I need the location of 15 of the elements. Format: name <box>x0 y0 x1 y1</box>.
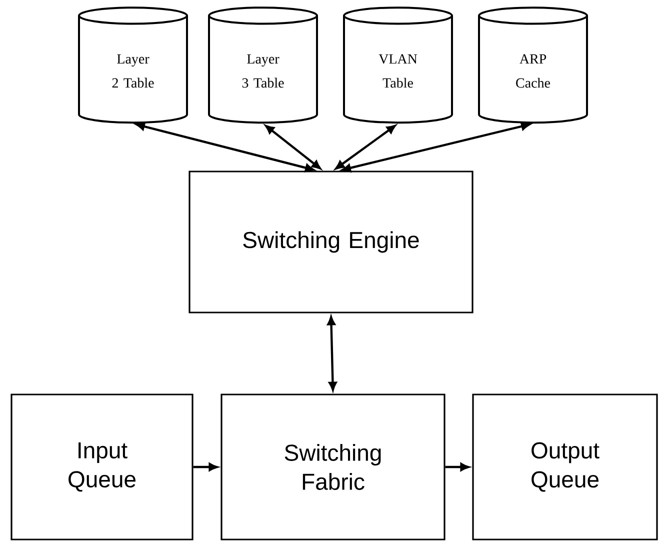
arrow <box>335 124 396 170</box>
arrow <box>445 462 470 472</box>
arrow <box>136 122 314 172</box>
database-cylinder: Layer 3 Table <box>208 6 318 124</box>
arrow <box>342 122 530 172</box>
arrow <box>327 316 337 391</box>
process-box: Switching Fabric <box>220 394 446 540</box>
arrow <box>265 125 321 170</box>
database-cylinder: ARP Cache <box>478 6 588 124</box>
process-box: Output Queue <box>472 394 658 540</box>
process-box: Input Queue <box>10 394 194 540</box>
arrow <box>193 462 218 472</box>
database-cylinder: Layer 2 Table <box>78 6 188 124</box>
process-box: Switching Engine <box>188 170 474 314</box>
database-cylinder: VLAN Table <box>343 6 453 124</box>
